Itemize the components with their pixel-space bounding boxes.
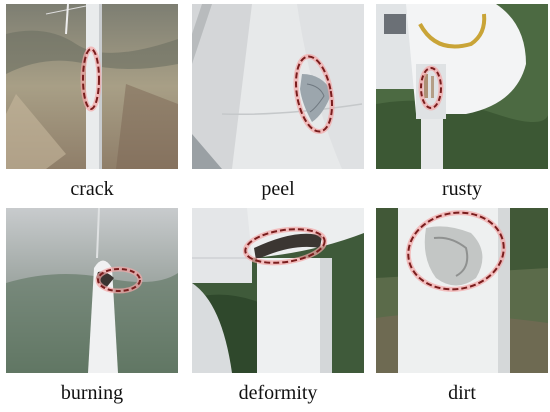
burning-label: burning [60, 382, 124, 404]
rusty-label: rusty [442, 178, 482, 200]
rusty-photo-image [376, 4, 548, 169]
burning-photo [6, 208, 178, 373]
deformity-photo-image [192, 208, 364, 373]
crack-photo [6, 4, 178, 169]
dirt-label: dirt [448, 382, 476, 404]
peel-photo [192, 4, 364, 169]
peel-photo-image [192, 4, 364, 169]
dirt-photo [376, 208, 548, 373]
deformity-photo [192, 208, 364, 373]
peel-label: peel [261, 178, 295, 200]
rusty-photo [376, 4, 548, 169]
dirt-photo-image [376, 208, 548, 373]
deformity-label: deformity [238, 382, 318, 404]
crack-label: crack [70, 178, 114, 200]
burning-photo-image [6, 208, 178, 373]
crack-photo-image [6, 4, 178, 169]
